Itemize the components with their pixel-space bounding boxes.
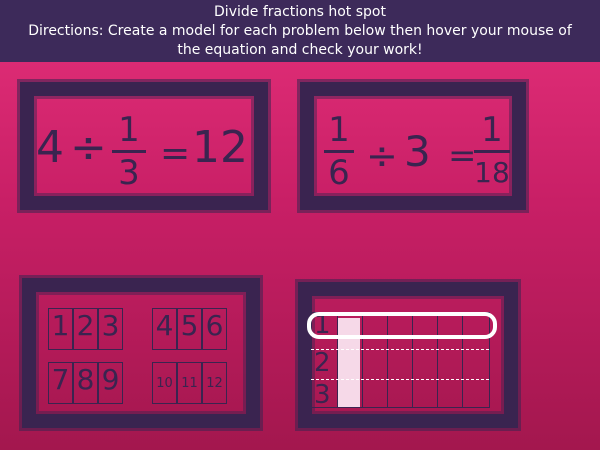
eq1-whole: 4	[36, 122, 64, 173]
eq2-fraction: 1 6	[324, 112, 354, 191]
highlight-oval	[307, 312, 497, 339]
shaded-column	[338, 318, 360, 408]
eq1-fraction-bar	[112, 150, 146, 153]
group-cell: 5	[177, 308, 202, 350]
third-divider	[311, 349, 489, 350]
eq1-operator: ÷	[70, 122, 107, 173]
group-cell: 2	[73, 308, 98, 350]
header-bar: Divide fractions hot spot Directions: Cr…	[0, 0, 600, 62]
grid-line	[412, 313, 413, 407]
eq1-answer: 12	[192, 122, 248, 173]
row-label-3: 3	[314, 380, 331, 410]
eq1-numerator: 1	[118, 110, 140, 150]
eq2-answer-denominator: 18	[474, 156, 510, 189]
eq1-fraction: 1 3	[112, 112, 146, 191]
group-cell: 4	[152, 308, 177, 350]
model-2-frame	[298, 282, 518, 428]
eq2-equals: =	[448, 136, 477, 176]
directions-line-1: Directions: Create a model for each prob…	[28, 23, 572, 39]
eq1-denominator: 3	[118, 153, 140, 193]
eq2-answer-fraction: 1 18	[474, 112, 510, 191]
group-cell: 3	[98, 308, 123, 350]
eq2-answer-numerator: 1	[481, 110, 503, 150]
page-title: Divide fractions hot spot	[214, 4, 386, 20]
row-label-2: 2	[314, 348, 331, 378]
group-cell: 10	[152, 362, 177, 404]
grid-line	[462, 313, 463, 407]
eq2-fraction-bar	[324, 150, 354, 153]
group-cell: 7	[48, 362, 73, 404]
eq2-numerator: 1	[328, 110, 350, 150]
grid-line	[387, 313, 388, 407]
equation-2-frame[interactable]	[300, 82, 526, 210]
third-divider	[311, 379, 489, 380]
group-cell: 9	[98, 362, 123, 404]
eq1-equals: =	[160, 133, 191, 174]
group-cell: 12	[202, 362, 227, 404]
eq2-whole: 3	[404, 127, 431, 176]
directions-line-2: the equation and check your work!	[177, 42, 423, 58]
eq2-denominator: 6	[328, 153, 350, 193]
eq2-answer-bar	[474, 150, 510, 153]
group-cell: 11	[177, 362, 202, 404]
group-cell: 1	[48, 308, 73, 350]
model-1-frame	[22, 278, 260, 428]
group-cell: 6	[202, 308, 227, 350]
eq2-operator: ÷	[366, 134, 398, 178]
grid-line	[337, 313, 338, 407]
grid-line	[437, 313, 438, 407]
group-cell: 8	[73, 362, 98, 404]
grid-line	[362, 313, 363, 407]
equation-1-frame[interactable]	[20, 82, 268, 210]
